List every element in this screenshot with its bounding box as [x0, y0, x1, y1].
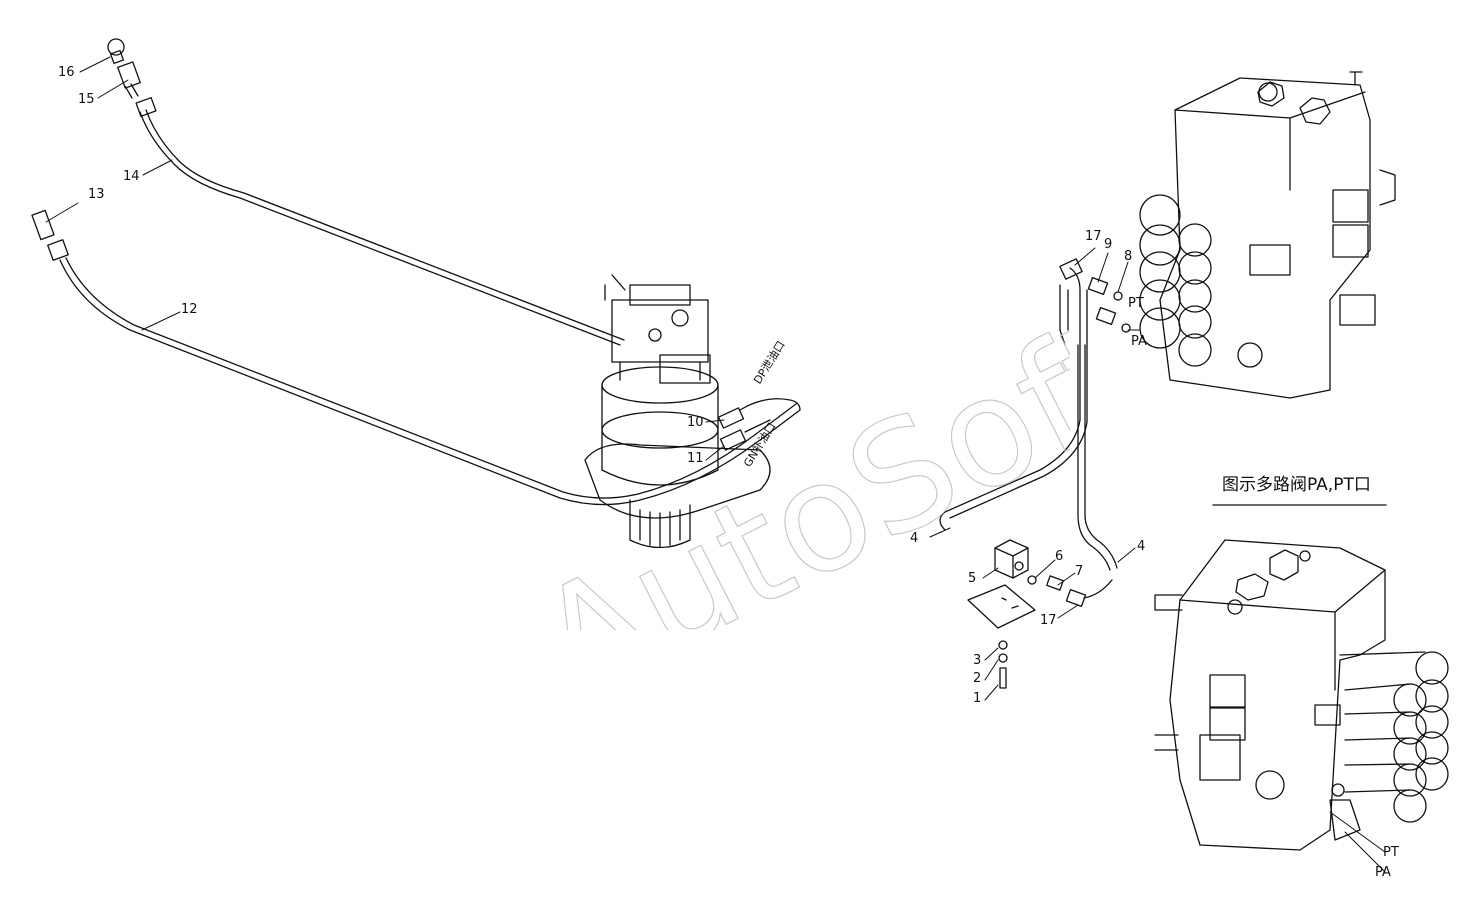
fitting-15: [117, 61, 141, 99]
callout-7: 7: [1075, 564, 1084, 579]
callout-17-bottom: 17: [1040, 613, 1057, 628]
callout-6: 6: [1055, 549, 1064, 564]
callout-10: 10: [687, 415, 704, 430]
hose-12: [47, 239, 801, 506]
callout-3: 3: [973, 653, 982, 668]
callout-1: 1: [973, 691, 982, 706]
fitting-11: [719, 419, 771, 451]
hose-4-left: [939, 267, 1088, 531]
fitting-10: [717, 398, 801, 429]
callout-2: 2: [973, 671, 982, 686]
fitting-13: [31, 209, 55, 241]
port-label-pa-top: PA: [1131, 334, 1147, 349]
callout-12: 12: [181, 302, 198, 317]
swing-motor: [584, 274, 771, 549]
callout-13: 13: [88, 187, 105, 202]
multiway-valve-top: [1139, 71, 1396, 399]
spool-row-bottom: [1339, 651, 1449, 823]
callout-16: 16: [58, 65, 75, 80]
callout-8: 8: [1124, 249, 1133, 264]
leader-lines: [45, 56, 1386, 873]
callout-9: 9: [1104, 237, 1113, 252]
callout-17-top: 17: [1085, 229, 1102, 244]
block-5: [994, 539, 1029, 579]
callout-14: 14: [123, 169, 140, 184]
hose-4-right: [1059, 284, 1118, 571]
callout-4-right: 4: [1137, 539, 1146, 554]
bolt-1: [998, 640, 1008, 689]
bracket-plate: [967, 584, 1036, 629]
callout-15: 15: [78, 92, 95, 107]
callout-4-left: 4: [910, 531, 919, 546]
port-label-pa-bottom: PA: [1375, 865, 1391, 880]
spool-row-top: [1139, 194, 1212, 367]
fittings-6-7-17: [1027, 575, 1113, 608]
callout-11: 11: [687, 451, 704, 466]
port-label-pt-bottom: PT: [1383, 845, 1399, 860]
valve-caption: 图示多路阀PA,PT口: [1222, 475, 1371, 495]
hose-14: [135, 97, 625, 346]
fittings-8-9-17-top: [1059, 258, 1131, 333]
port-label-pt-top: PT: [1128, 296, 1144, 311]
cap-16: [107, 38, 125, 65]
multiway-valve-bottom: [1154, 539, 1449, 851]
callout-5: 5: [968, 571, 977, 586]
